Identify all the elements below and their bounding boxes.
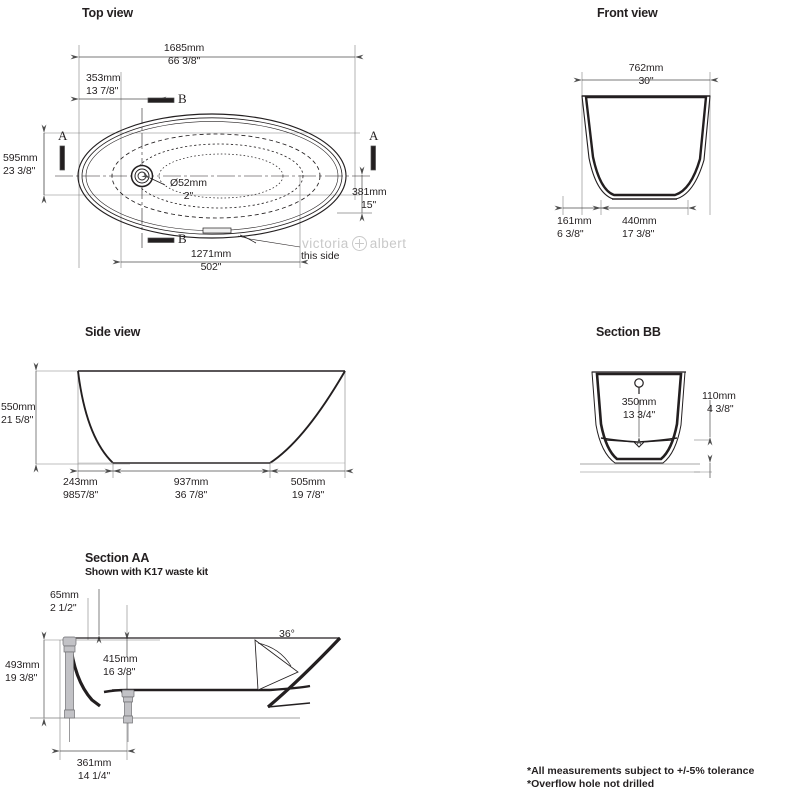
- dim-value-inch: 2": [183, 189, 194, 202]
- section-mark-a-left: A: [58, 128, 68, 143]
- brand-logo-word2: albert: [369, 236, 407, 251]
- dim-value-mm: 353mm: [86, 72, 121, 84]
- this-side-label: this side: [301, 250, 340, 262]
- dim-value-mm: 505mm: [290, 476, 326, 488]
- dim-value-inch: 23 3/8": [3, 164, 36, 177]
- top-view-title-group: Top view: [82, 6, 133, 20]
- dim-value-inch: 36 7/8": [174, 488, 208, 501]
- dim-aa-internal-depth: 415mm 16 3/8": [103, 653, 138, 678]
- dim-side-right-run: 505mm 19 7/8": [291, 476, 326, 501]
- dim-value-mm: 65mm: [50, 589, 79, 601]
- dim-value-inch: 16 3/8": [103, 665, 136, 678]
- dim-value-inch: 502": [200, 260, 222, 273]
- dim-value-inch: 9857/8": [63, 488, 99, 501]
- dim-value-mm: 361mm: [76, 757, 112, 769]
- dim-top-drain-offset: 353mm 13 7/8": [86, 72, 121, 97]
- dim-value-inch: 17 3/8": [622, 227, 655, 240]
- dim-value-mm: 110mm: [702, 390, 736, 402]
- section-bb-title-group: Section BB: [596, 325, 661, 339]
- dim-side-base-run: 937mm 36 7/8": [174, 476, 209, 501]
- dim-value-mm: 1685mm: [163, 42, 205, 54]
- dim-value-inch: 66 3/8": [167, 54, 201, 67]
- top-view-title: Top view: [82, 6, 133, 20]
- dim-value-mm: 493mm: [5, 659, 40, 671]
- section-bb-title: Section BB: [596, 325, 661, 339]
- section-aa-subtitle: Shown with K17 waste kit: [85, 566, 208, 578]
- dim-top-overall-width: 595mm 23 3/8": [3, 152, 38, 177]
- dim-value-inch: 4 3/8": [707, 402, 734, 415]
- dim-value-mm: 381mm: [352, 186, 387, 198]
- side-view-title-group: Side view: [85, 325, 140, 339]
- front-view-title-group: Front view: [597, 6, 658, 20]
- dim-value-inch: 15": [361, 198, 377, 211]
- dim-value-mm: 937mm: [173, 476, 209, 488]
- dim-value-mm: 243mm: [63, 476, 98, 488]
- dim-value-inch: 13 7/8": [86, 84, 119, 97]
- dim-value-inch: 13 3/4": [622, 408, 656, 421]
- dim-value-mm: Ø52mm: [170, 177, 207, 189]
- dim-top-overall-length: 1685mm 66 3/8": [164, 42, 204, 67]
- dim-value-inch: 6 3/8": [557, 227, 584, 240]
- dim-value-inch: 14 1/4": [77, 769, 111, 782]
- dim-side-left-run: 243mm 9857/8": [63, 476, 98, 501]
- front-view-title: Front view: [597, 6, 658, 20]
- dim-value-mm: 1271mm: [190, 248, 232, 260]
- dim-front-base-width: 440mm 17 3/8": [622, 215, 657, 240]
- dim-value-mm: 595mm: [3, 152, 38, 164]
- dim-value-mm: 440mm: [622, 215, 657, 227]
- section-aa-title: Section AA: [85, 551, 150, 565]
- dim-front-top-width: 762mm 30": [629, 62, 664, 87]
- section-mark-b-top: B: [178, 91, 187, 106]
- brand-logo: victoria albert: [302, 236, 407, 251]
- dim-bb-base-height: 110mm 4 3/8": [702, 390, 736, 415]
- dim-aa-rim-thickness: 65mm 2 1/2": [50, 589, 79, 614]
- dim-front-offset: 161mm 6 3/8": [557, 215, 592, 240]
- section-mark-a-right: A: [369, 128, 379, 143]
- footnote-tolerance: *All measurements subject to +/-5% toler…: [527, 765, 755, 777]
- plus-in-circle-icon: [351, 236, 367, 251]
- dim-value-mm: 161mm: [557, 215, 592, 227]
- dim-value-inch: 19 3/8": [5, 671, 38, 684]
- dim-value-mm: 762mm: [628, 62, 664, 74]
- dim-aa-waste-spacing: 361mm 14 1/4": [77, 757, 112, 782]
- side-view-title: Side view: [85, 325, 141, 339]
- dim-value-inch: 2 1/2": [50, 601, 77, 614]
- section-aa-title-group: Section AA Shown with K17 waste kit: [85, 551, 208, 578]
- dim-waste-diameter: Ø52mm 2": [170, 177, 207, 202]
- footnote-overflow: *Overflow hole not drilled: [527, 778, 655, 790]
- dim-top-inner-width: 381mm 15": [352, 186, 387, 211]
- brand-logo-word1: victoria: [302, 236, 349, 251]
- dim-value-inch: 30": [638, 74, 654, 87]
- section-mark-b-bottom: B: [178, 231, 187, 246]
- dim-top-inner-length: 1271mm 502": [191, 248, 231, 273]
- dim-value-mm: 350mm: [621, 396, 657, 408]
- dim-value-inch: 21 5/8": [1, 413, 34, 426]
- dim-bb-internal-width: 350mm 13 3/4": [622, 396, 657, 421]
- dim-aa-back-angle: 36°: [279, 628, 295, 640]
- dim-value-inch: 19 7/8": [291, 488, 325, 501]
- dim-value-mm: 415mm: [103, 653, 138, 665]
- dim-side-height: 550mm 21 5/8": [1, 401, 36, 426]
- dim-aa-overall-depth: 493mm 19 3/8": [5, 659, 40, 684]
- dim-value-mm: 550mm: [1, 401, 36, 413]
